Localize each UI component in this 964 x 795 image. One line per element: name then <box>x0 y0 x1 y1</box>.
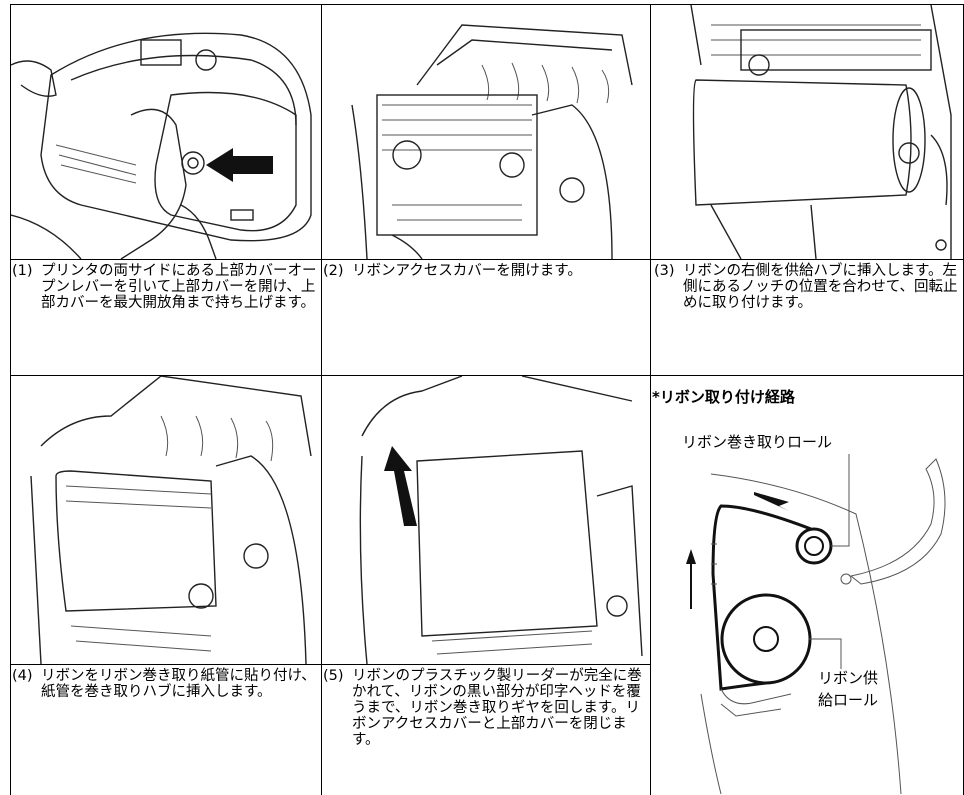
step2-caption: (2) リボンアクセスカバーを開けます。 <box>323 263 643 373</box>
step1-caption: (1) プリンタの両サイドにある上部カバーオープンレバーを引いて上部カバーを開け… <box>12 263 320 373</box>
step3-caption: (3) リボンの右側を供給ハブに挿入します。左側にあるノッチの位置を合わせて、回… <box>654 263 962 373</box>
step1-text: プリンタの両サイドにある上部カバーオープンレバーを引いて上部カバーを開け、上部カ… <box>41 263 317 311</box>
step5-text: リボンのプラスチック製リーダーが完全に巻かれて、リボンの黒い部分が印字ヘッドを覆… <box>352 668 642 748</box>
arrow-icon <box>206 148 273 182</box>
step2-text: リボンアクセスカバーを開けます。 <box>352 263 582 279</box>
arrow-up-icon <box>384 446 417 526</box>
grid-border-left <box>10 4 11 795</box>
step2-illustration <box>322 5 650 259</box>
step1-number: (1) <box>12 263 33 279</box>
grid-divider-2 <box>650 4 651 795</box>
step4-illustration <box>11 376 321 664</box>
step5-number: (5) <box>323 668 344 684</box>
step1-illustration <box>11 5 321 259</box>
step4-number: (4) <box>12 668 33 684</box>
supply-roll-icon <box>720 593 812 685</box>
grid-row-line-3 <box>10 664 650 665</box>
step3-illustration <box>651 5 963 259</box>
step3-text: リボンの右側を供給ハブに挿入します。左側にあるノッチの位置を合わせて、回転止めに… <box>683 263 958 311</box>
step4-text: リボンをリボン巻き取り紙管に貼り付け、紙管を巻き取りハブに挿入します。 <box>41 668 316 700</box>
step4-caption: (4) リボンをリボン巻き取り紙管に貼り付け、紙管を巻き取りハブに挿入します。 <box>12 668 320 788</box>
step5-illustration <box>322 376 650 664</box>
route-title: *リボン取り付け経路 <box>652 388 795 406</box>
ribbon-route-diagram <box>651 454 963 794</box>
takeup-roll-label: リボン巻き取りロール <box>682 433 833 451</box>
arrow-up-icon <box>686 549 696 564</box>
takeup-roll-icon <box>795 527 833 565</box>
supply-roll-label-line1: リボン供 <box>818 669 879 687</box>
step5-caption: (5) リボンのプラスチック製リーダーが完全に巻かれて、リボンの黒い部分が印字ヘ… <box>323 668 645 793</box>
supply-roll-label-line2: 給ロール <box>818 691 879 709</box>
grid-row-line-1 <box>10 259 964 260</box>
arrow-right-icon <box>754 492 789 511</box>
grid-border-top <box>10 4 964 5</box>
grid-row-line-2 <box>10 375 964 376</box>
grid-divider-1 <box>321 4 322 795</box>
step3-number: (3) <box>654 263 675 279</box>
instruction-grid: (1) プリンタの両サイドにある上部カバーオープンレバーを引いて上部カバーを開け… <box>10 4 964 795</box>
step2-number: (2) <box>323 263 344 279</box>
